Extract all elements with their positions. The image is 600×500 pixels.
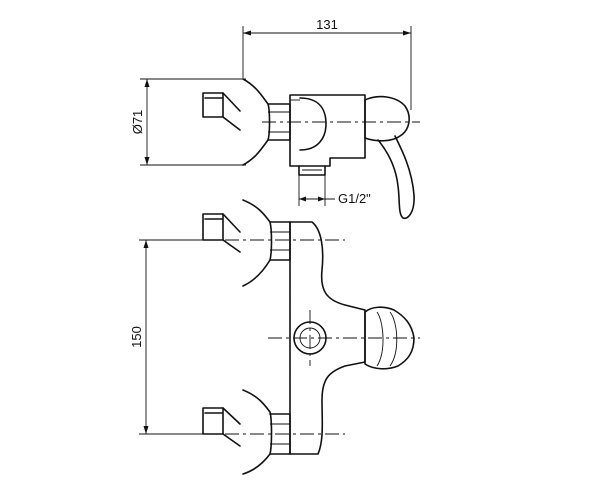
front-upper-connector (202, 213, 241, 253)
dimension-thread: G1/2" (298, 174, 371, 206)
front-view (200, 199, 420, 475)
side-view (202, 78, 420, 220)
side-outlet (298, 165, 326, 176)
dimension-131-label: 131 (316, 17, 338, 32)
front-lower-flange (242, 389, 273, 475)
dimension-131: 131 (242, 17, 412, 110)
dimension-150: 150 (129, 239, 200, 435)
dimension-thread-label: G1/2" (338, 191, 371, 206)
front-upper-flange (242, 199, 273, 287)
front-lower-connector (202, 407, 241, 447)
dimension-diameter-label: Ø71 (130, 110, 145, 135)
side-lever (377, 135, 415, 220)
side-wall-connector (202, 92, 241, 131)
front-upper-nut (269, 221, 291, 261)
side-handle-cap (364, 95, 410, 142)
dimension-150-label: 150 (129, 326, 144, 348)
side-body (289, 94, 366, 167)
dimension-diameter-71: Ø71 (130, 78, 246, 166)
